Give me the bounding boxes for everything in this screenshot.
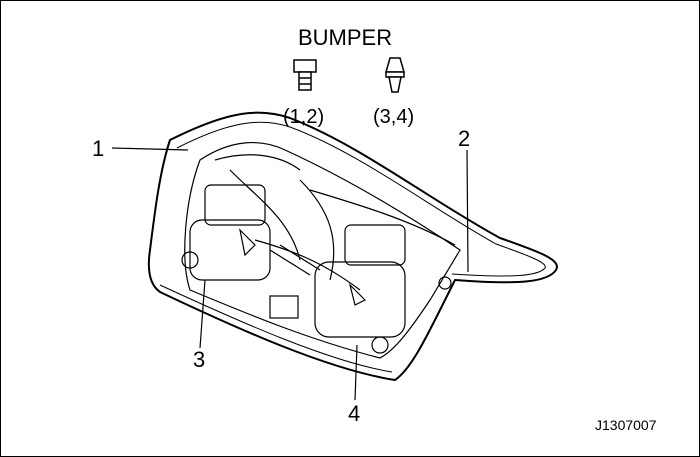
leader-lines (111, 147, 469, 401)
inner-frame (181, 141, 461, 359)
flat-head-bumper-icon (293, 59, 317, 91)
trunk-lid (147, 111, 558, 382)
bumper-type-label-3-4: (3,4) (373, 106, 415, 128)
bumper-type-label-1-2: (1,2) (283, 106, 325, 128)
bumper-title: BUMPER (298, 25, 393, 50)
figure-code: J1307007 (595, 417, 657, 433)
tapered-bumper-icon (385, 57, 405, 93)
callout-4: 4 (348, 401, 361, 426)
callout-2: 2 (458, 126, 471, 151)
callout-1: 1 (92, 136, 105, 161)
callout-3: 3 (193, 347, 206, 372)
